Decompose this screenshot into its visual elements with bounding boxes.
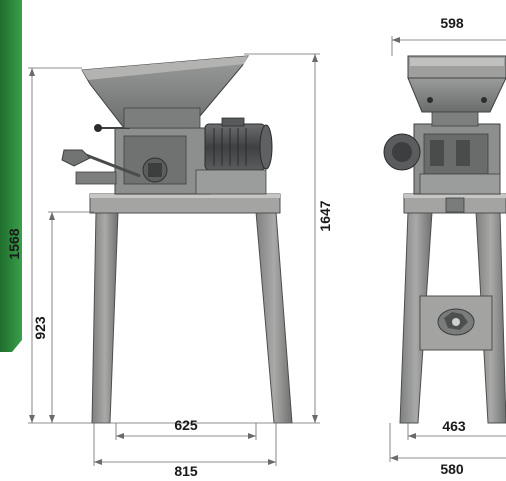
dim-625: 625: [174, 417, 198, 433]
dim-580: 580: [440, 461, 464, 477]
dim-598: 598: [440, 15, 464, 31]
side-leg-right: [255, 211, 293, 424]
front-hopper: [407, 77, 506, 113]
side-knob: [94, 124, 102, 132]
front-dimensions: [389, 36, 506, 462]
side-leg-left: [91, 211, 119, 424]
dim-923: 923: [32, 316, 48, 340]
side-dimensions: [28, 53, 320, 466]
dim-463: 463: [442, 418, 466, 434]
green-side-panel: [0, 0, 22, 352]
dim-1647: 1647: [317, 200, 333, 231]
side-view: [61, 55, 293, 424]
dim-1568: 1568: [6, 228, 22, 259]
front-view: [383, 55, 506, 424]
dim-815: 815: [174, 463, 198, 479]
